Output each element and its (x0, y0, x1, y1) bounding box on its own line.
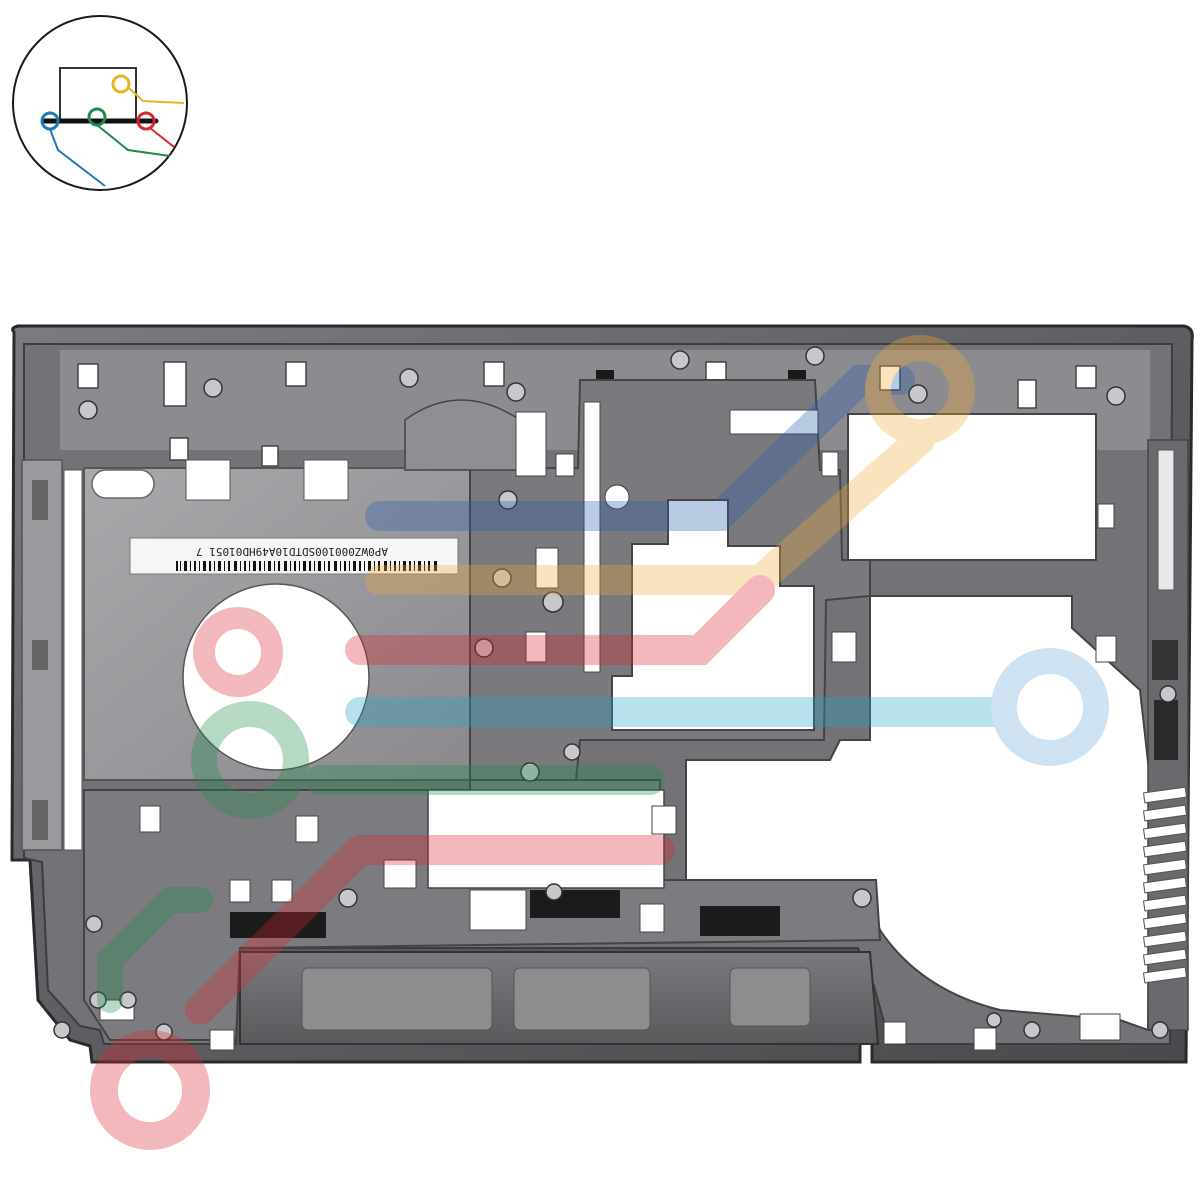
circuit-watermark-icon (90, 335, 1109, 1150)
laptop-bottom-case-icon: AP0WZ000100SDTD10A49HD01051 7 (10, 324, 1194, 1064)
barcode (176, 561, 437, 571)
sticker-serial: AP0WZ000100SDTD10A49HD01051 7 (196, 545, 388, 558)
circuit-logo-icon (12, 15, 188, 191)
